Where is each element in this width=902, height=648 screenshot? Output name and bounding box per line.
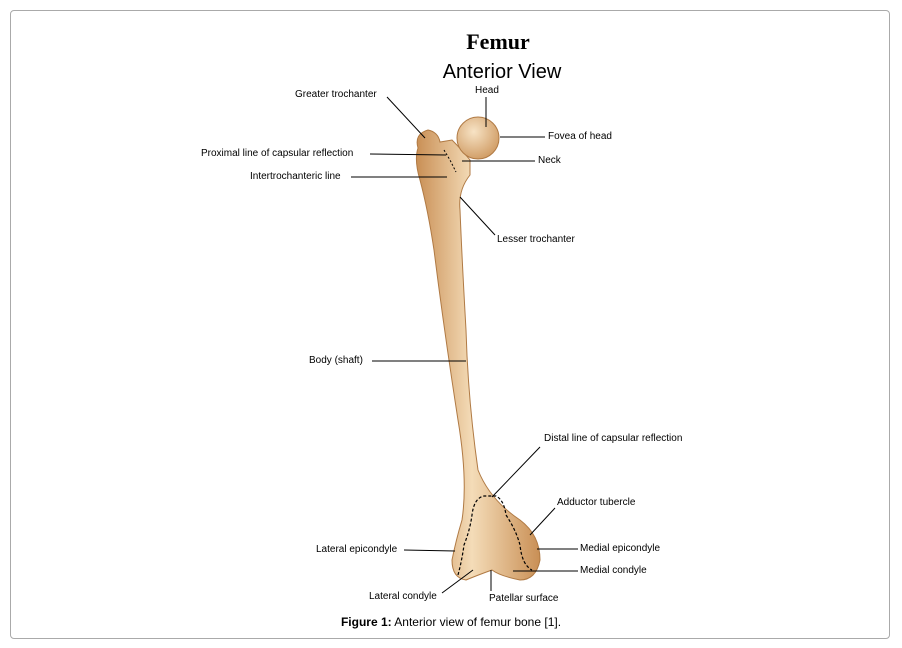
label-distal-line: Distal line of capsular reflection: [544, 433, 683, 444]
label-adductor-tubercle: Adductor tubercle: [557, 497, 636, 508]
leader-lines: [351, 96, 578, 594]
figure-subtitle: Anterior View: [442, 61, 562, 83]
label-lesser-trochanter: Lesser trochanter: [497, 234, 575, 245]
figure-title: Femur: [466, 29, 530, 54]
label-lateral-epicondyle: Lateral epicondyle: [316, 544, 398, 555]
label-neck: Neck: [538, 155, 561, 166]
label-head: Head: [475, 85, 499, 96]
label-intertrochanteric-line: Intertrochanteric line: [250, 171, 341, 182]
label-patellar-surface: Patellar surface: [489, 593, 559, 604]
proximal-capsular-line: [443, 149, 457, 173]
figure-frame: [10, 10, 890, 639]
label-body-shaft: Body (shaft): [309, 355, 363, 366]
label-proximal-line: Proximal line of capsular reflection: [201, 148, 354, 159]
caption-text: Anterior view of femur bone [1].: [391, 615, 562, 629]
figure-caption: Figure 1: Anterior view of femur bone [1…: [0, 615, 902, 629]
label-greater-trochanter: Greater trochanter: [295, 89, 377, 100]
distal-capsular-line: [457, 495, 533, 576]
label-lateral-condyle: Lateral condyle: [369, 591, 437, 602]
caption-prefix: Figure 1:: [340, 615, 392, 629]
femur-bone: [415, 129, 541, 581]
femur-head: [456, 116, 500, 160]
label-medial-condyle: Medial condyle: [580, 565, 647, 576]
label-fovea-of-head: Fovea of head: [548, 131, 612, 142]
label-medial-epicondyle: Medial epicondyle: [580, 543, 661, 554]
